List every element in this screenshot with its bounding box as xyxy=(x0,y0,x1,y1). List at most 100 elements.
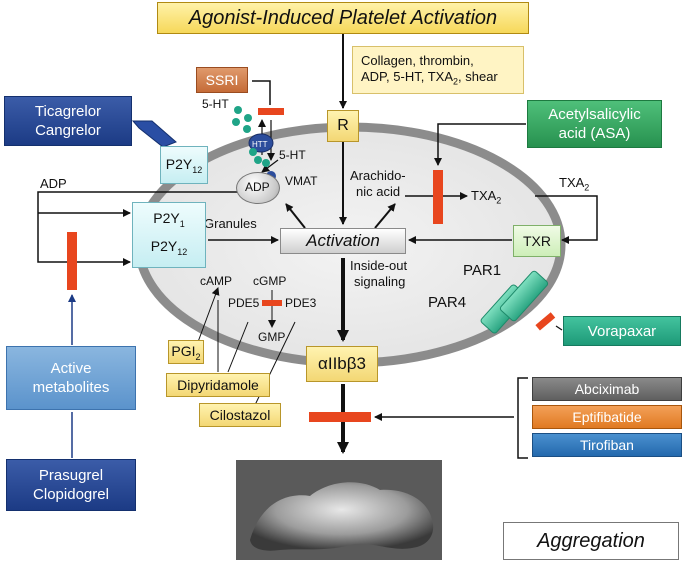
five-ht-mid-label: 5-HT xyxy=(279,148,306,162)
abciximab-box: Abciximab xyxy=(532,377,682,401)
par4-label: PAR4 xyxy=(428,294,467,311)
abciximab-label: Abciximab xyxy=(574,381,640,397)
htt-transporter-icon xyxy=(248,133,274,153)
txa2-inner-text: TXA xyxy=(471,188,497,203)
ticagrelor-label: Ticagrelor xyxy=(34,103,102,120)
arrow-asa-to-cox xyxy=(434,123,526,166)
p2y12-text: P2Y xyxy=(150,238,178,254)
tirofiban-box: Tirofiban xyxy=(532,433,682,457)
pgi2-sub: 2 xyxy=(195,351,201,362)
arrow-activation-to-granules xyxy=(285,203,306,229)
activation-box: Activation xyxy=(280,228,406,254)
p2y12-receptor-top: P2Y12 xyxy=(160,146,208,184)
asa-line1: Acetylsalicylic xyxy=(548,106,641,123)
cilostazol-label: Cilostazol xyxy=(209,407,271,423)
agonists-sub: 2 xyxy=(453,76,459,87)
ssri-label: SSRI xyxy=(205,72,239,88)
par1-label: PAR1 xyxy=(463,262,502,279)
pgi2-label: PGI2 xyxy=(171,343,200,362)
aggregation-label: Aggregation xyxy=(537,529,645,552)
vorapaxar-label: Vorapaxar xyxy=(587,322,657,340)
p2y12-top-text: P2Y xyxy=(165,155,193,172)
p2y12-label: P2Y12 xyxy=(151,235,187,263)
asa-line2: acid (ASA) xyxy=(558,125,631,142)
txr-receptor: TXR xyxy=(513,225,561,257)
txa2-inner-label: TXA2 xyxy=(471,188,501,209)
inside-out-line1: Inside-out xyxy=(350,258,408,273)
ssri-line xyxy=(252,80,271,105)
agonists-txa: ADP, 5-HT, TXA xyxy=(361,69,453,84)
arrow-txa2-loop-to-txr xyxy=(535,195,598,244)
title-box: Agonist-Induced Platelet Activation xyxy=(157,2,529,34)
pde5-label: PDE5 xyxy=(228,296,260,310)
cilostazol-box: Cilostazol xyxy=(199,403,281,427)
txa2-outer-label: TXA2 xyxy=(559,175,589,196)
p2y12-top-sub: 12 xyxy=(192,164,203,175)
ticagrelor-pointer-icon xyxy=(131,120,177,148)
p2y1-text: P2Y xyxy=(153,210,180,227)
asa-box: Acetylsalicylic acid (ASA) xyxy=(527,100,662,148)
dipyridamole-label: Dipyridamole xyxy=(177,377,259,393)
granules-label: Granules xyxy=(204,216,257,231)
arrow-pgi2-to-camp xyxy=(194,287,220,351)
aggregation-box: Aggregation xyxy=(503,522,679,560)
agonists-shear: , shear xyxy=(458,69,498,84)
tirofiban-label: Tirofiban xyxy=(580,437,634,453)
vmat-label: VMAT xyxy=(285,174,318,188)
vorapaxar-inhibitor-bar xyxy=(535,312,556,331)
camp-label: cAMP xyxy=(200,274,233,288)
ssri-inhibitor-bar xyxy=(258,108,284,115)
adp-granule xyxy=(236,172,280,204)
inside-out-line2: signaling xyxy=(354,274,406,289)
p2y1-label: P2Y1 xyxy=(153,207,184,235)
gmp-label: GMP xyxy=(258,330,286,344)
dipyridamole-box: Dipyridamole xyxy=(166,373,270,397)
serotonin-dots xyxy=(232,106,270,167)
active-metabolites-line2: metabolites xyxy=(32,379,110,396)
agonists-box: Collagen, thrombin, ADP, 5-HT, TXA2, she… xyxy=(352,46,524,94)
line-dipyridamole-pde5 xyxy=(227,321,249,373)
pgi2-text: PGI xyxy=(171,342,196,359)
txr-label: TXR xyxy=(523,233,551,249)
five-ht-top-label: 5-HT xyxy=(202,97,229,111)
platelet-aggregate-shape xyxy=(250,482,434,551)
page-title: Agonist-Induced Platelet Activation xyxy=(188,6,498,29)
receptor-r: R xyxy=(327,110,359,142)
pgi2-box: PGI2 xyxy=(168,340,204,364)
eptifibatide-label: Eptifibatide xyxy=(572,409,642,425)
arrow-vmat xyxy=(261,159,279,173)
txa2-outer-sub: 2 xyxy=(584,182,590,193)
ssri-box: SSRI xyxy=(196,67,248,93)
p2y1-sub: 1 xyxy=(179,219,185,229)
adp-left-label: ADP xyxy=(40,176,67,191)
eptifibatide-box: Eptifibatide xyxy=(532,405,682,429)
adp-granule-label: ADP xyxy=(245,180,270,194)
aiibb3-label: αIIbβ3 xyxy=(318,354,366,373)
receptor-r-label: R xyxy=(337,117,349,134)
arachidonic-line2: nic acid xyxy=(356,184,401,199)
inside-out-label: Inside-out signaling xyxy=(350,258,407,290)
prasugrel-box: Prasugrel Clopidogrel xyxy=(6,459,136,511)
arachidonic-line1: Arachido- xyxy=(350,168,406,183)
agonists-line1: Collagen, thrombin, xyxy=(361,53,474,68)
activation-label: Activation xyxy=(306,231,380,250)
vorapaxar-box: Vorapaxar xyxy=(563,316,681,346)
pde-inhibitor-bar xyxy=(262,300,282,306)
pde3-label: PDE3 xyxy=(285,296,317,310)
active-metabolites-line1: Active xyxy=(50,360,92,377)
ticagrelor-box: Ticagrelor Cangrelor xyxy=(4,96,132,146)
p2y12-top-label: P2Y12 xyxy=(166,156,202,175)
par-receptor-icon xyxy=(480,270,549,334)
gp-inhibitors-bracket xyxy=(517,377,528,459)
arachidonic-acid-label: Arachido- nic acid xyxy=(350,168,406,200)
cangrelor-label: Cangrelor xyxy=(35,122,101,139)
txa2-inner-sub: 2 xyxy=(496,195,502,206)
agonists-line2: ADP, 5-HT, TXA2, shear xyxy=(361,69,523,90)
asa-inhibitor-bar xyxy=(433,170,443,224)
arrow-adp-to-p2y12 xyxy=(37,191,238,266)
metabolites-inhibitor-bar xyxy=(67,232,77,290)
gp-inhibitor-bar xyxy=(309,412,371,422)
aiibb3-box: αIIbβ3 xyxy=(306,346,378,382)
clopidogrel-label: Clopidogrel xyxy=(33,486,109,503)
